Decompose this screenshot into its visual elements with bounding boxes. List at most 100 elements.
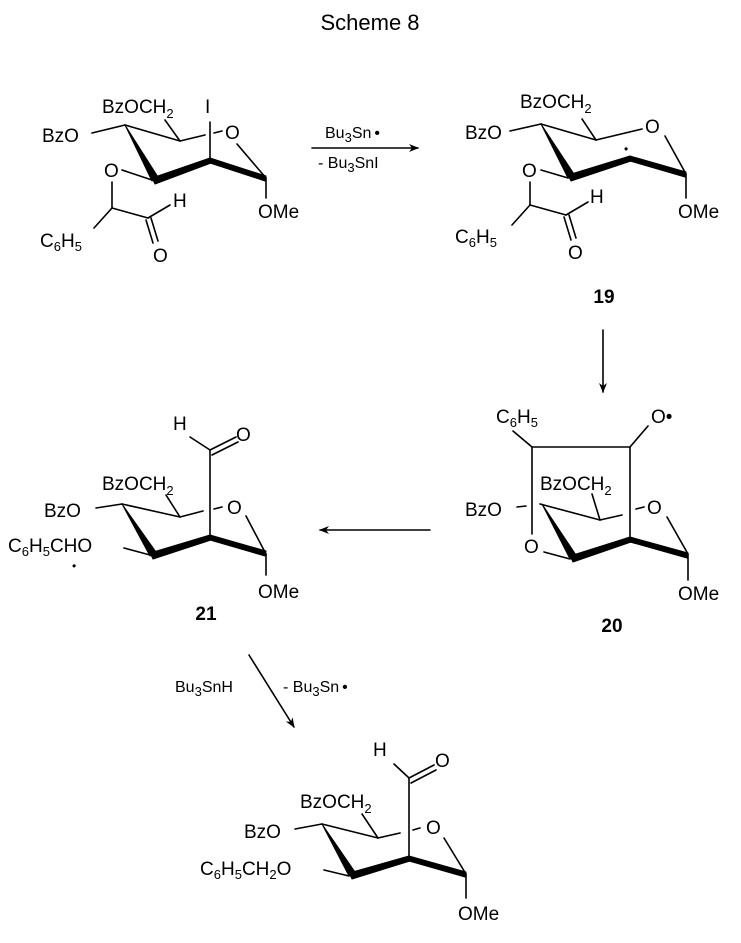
wedge-bond (569, 536, 632, 563)
bond (511, 204, 531, 226)
bzo-label: BzO (465, 500, 502, 521)
bzo-label: BzO (44, 501, 81, 522)
bond (91, 124, 126, 134)
ring-oxygen-label: O (426, 818, 441, 839)
svg-text:BzOCH2: BzOCH2 (540, 474, 612, 498)
bond (111, 207, 149, 219)
bond (95, 503, 123, 509)
wedge-bond (567, 155, 632, 182)
bzoch2-label: BzOCH (540, 474, 604, 495)
oxy-radical-label: O• (651, 407, 672, 428)
bond (410, 769, 437, 784)
aldehyde-h-label: H (590, 187, 604, 208)
bond (211, 441, 239, 456)
bzoch2-label: BzOCH (300, 792, 364, 813)
bzo-label: BzO (465, 123, 502, 144)
ether-oxygen-label: O (104, 161, 119, 182)
compound-number: 20 (601, 616, 622, 637)
ome-label: OMe (258, 202, 299, 223)
bond (599, 514, 623, 521)
ring-oxygen-label: O (645, 117, 660, 138)
bond (540, 123, 597, 141)
svg-text:BzOCH2: BzOCH2 (102, 474, 174, 498)
aldehyde-h-label: H (173, 414, 187, 435)
ome-label: OMe (678, 584, 719, 605)
bond (165, 494, 181, 518)
wedge-bond (629, 155, 687, 178)
bond (124, 124, 181, 142)
wedge-bond (149, 534, 212, 560)
carbonyl-oxygen-label: O (435, 751, 450, 772)
bond (294, 823, 323, 830)
bond (539, 503, 601, 521)
bond (563, 216, 572, 241)
benzylic-ether-label: C6H5CHO (8, 536, 92, 559)
bond (213, 506, 223, 510)
bridge-oxygen-label: O (524, 537, 539, 558)
bond (123, 547, 151, 556)
phenyl-label: C6H5 (455, 227, 497, 250)
ring-oxygen-label: O (225, 123, 240, 144)
bond (591, 493, 601, 521)
phenyl-label: C6H5 (40, 231, 82, 254)
wedge-bond (209, 534, 267, 557)
ome-label: OMe (458, 904, 499, 925)
scheme-title: Scheme 8 (320, 10, 419, 35)
phenyl-label: C6H5 (496, 407, 538, 430)
carbonyl-oxygen-label: O (153, 246, 168, 267)
ring-oxygen-label: O (647, 498, 662, 519)
bond (516, 505, 527, 508)
reaction-arrow-diagonal (248, 654, 295, 728)
bond (540, 169, 569, 179)
iodo-label: I (205, 97, 210, 118)
bond (150, 217, 159, 242)
bzo-label: BzO (42, 126, 79, 147)
bond (179, 510, 204, 518)
bond (664, 135, 687, 175)
bond (179, 134, 206, 142)
bzo-label: BzO (244, 822, 281, 843)
structure-19: BzOCH2 BzO O • O H C6H5 O OMe 19 (455, 92, 719, 308)
aldehyde-h-label: H (173, 191, 187, 212)
bond (93, 207, 113, 229)
bond (595, 128, 643, 141)
ome-label: OMe (678, 202, 719, 223)
bzoch2-label: BzOCH (102, 97, 166, 118)
bzoch2-label: BzOCH (520, 92, 584, 113)
bond (408, 764, 435, 779)
svg-text:BzOCH2: BzOCH2 (102, 97, 174, 121)
radical-dot: • (72, 559, 76, 573)
byproduct-right: - Bu3Sn• (283, 679, 348, 699)
bond (323, 869, 350, 877)
wedge-bond (151, 157, 212, 185)
bond (543, 551, 571, 560)
bond (213, 130, 223, 134)
bond (209, 436, 237, 451)
svg-text:BzOCH2: BzOCH2 (520, 92, 592, 116)
bond (145, 219, 154, 244)
aldehyde-h-label: H (373, 740, 387, 761)
bzoch2-label: BzOCH (102, 474, 166, 495)
wedge-bond (348, 855, 411, 880)
structure-starting-material: BzOCH2 I BzO O O H C6H5 O OMe (40, 97, 299, 267)
bond (121, 503, 181, 518)
arrow-step-1: Bu3Sn• - Bu3SnI (311, 125, 419, 175)
bond (629, 425, 649, 448)
reagent-left: Bu3SnH (175, 679, 233, 699)
bond (509, 123, 542, 132)
bond (377, 832, 401, 839)
byproduct-below: - Bu3SnI (318, 155, 379, 175)
arrow-step-4: Bu3SnH - Bu3Sn• (175, 654, 348, 728)
bond (412, 827, 421, 831)
bond (245, 515, 267, 555)
bond (121, 169, 153, 181)
ring-oxygen-label: O (227, 498, 242, 519)
bond (321, 823, 379, 839)
carbonyl-oxygen-label: O (236, 425, 251, 446)
bond (164, 119, 181, 142)
ome-label: OMe (258, 582, 299, 603)
bond (189, 436, 211, 451)
wedge-bond (209, 157, 267, 182)
bond (565, 201, 589, 216)
